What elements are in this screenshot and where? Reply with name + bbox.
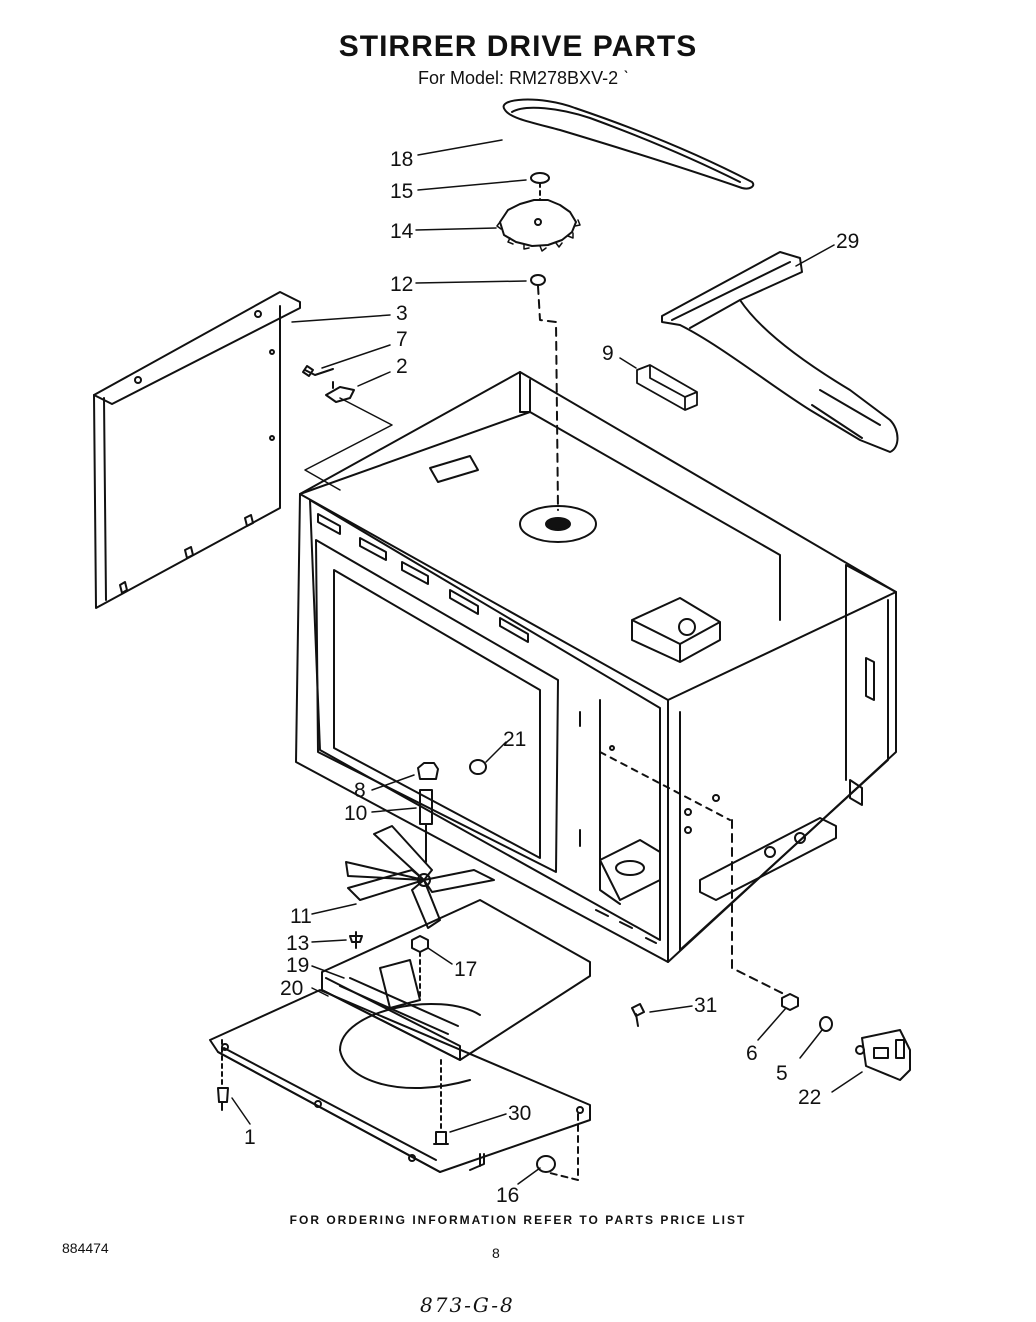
pulley-gear [496, 199, 581, 252]
oven-cavity [295, 371, 897, 995]
exploded-parts-diagram: 18 15 14 12 3 7 2 9 29 21 8 10 11 13 17 … [93, 98, 911, 1207]
callout-5: 5 [776, 1062, 788, 1085]
screw-31 [631, 1003, 645, 1027]
callout-1: 1 [244, 1126, 256, 1149]
callout-10: 10 [344, 802, 367, 825]
callout-14: 14 [390, 220, 414, 243]
screw-13 [349, 931, 363, 949]
page-number: 8 [492, 1245, 500, 1261]
page-title: STIRRER DRIVE PARTS [338, 30, 698, 63]
callout-6: 6 [746, 1042, 758, 1065]
callout-13: 13 [286, 932, 309, 955]
washer-15 [530, 172, 550, 184]
callout-9: 9 [602, 342, 614, 365]
document-number: 884474 [62, 1240, 109, 1256]
ordering-info-footer: FOR ORDERING INFORMATION REFER TO PARTS … [289, 1213, 747, 1227]
drive-shaft-10 [419, 789, 433, 863]
callout-8: 8 [354, 779, 366, 802]
stirrer-blade-11 [345, 825, 495, 929]
callout-18: 18 [390, 148, 413, 171]
callout-20: 20 [280, 977, 303, 1000]
callout-30: 30 [508, 1102, 531, 1125]
clip-2 [325, 381, 355, 403]
callout-16: 16 [496, 1184, 519, 1207]
callout-19: 19 [286, 954, 309, 977]
callout-17: 17 [454, 958, 477, 981]
callout-15: 15 [390, 180, 413, 203]
callout-7: 7 [396, 328, 408, 351]
screw-1 [217, 1087, 229, 1111]
nut-6 [781, 993, 799, 1011]
block-9 [636, 364, 698, 411]
foot-16 [536, 1155, 556, 1173]
drive-belt [502, 98, 755, 190]
screw-30 [433, 1131, 449, 1145]
callout-29: 29 [836, 230, 859, 253]
switch-22 [855, 1029, 911, 1081]
callout-3: 3 [396, 302, 408, 325]
callout-2: 2 [396, 355, 408, 378]
plug-21 [469, 759, 487, 775]
washer-5 [819, 1016, 833, 1032]
bushing-8 [417, 762, 439, 780]
callout-22: 22 [798, 1086, 821, 1109]
nut-17 [411, 935, 429, 953]
callout-12: 12 [390, 273, 413, 296]
model-line: For Model: RM278BXV-2 ˋ [418, 68, 630, 88]
callout-leaders [231, 139, 863, 1185]
handwritten-note: 873-G-8 [420, 1293, 515, 1317]
side-panel-3 [93, 291, 301, 609]
air-duct-29 [661, 251, 899, 453]
callout-11: 11 [290, 905, 312, 928]
screw-7 [302, 365, 334, 377]
callout-labels: 18 15 14 12 3 7 2 9 29 21 8 10 11 13 17 … [244, 148, 859, 1207]
callout-21: 21 [503, 728, 526, 751]
base-plate [209, 989, 591, 1173]
callout-31: 31 [694, 994, 717, 1017]
spacer-12 [530, 274, 546, 286]
